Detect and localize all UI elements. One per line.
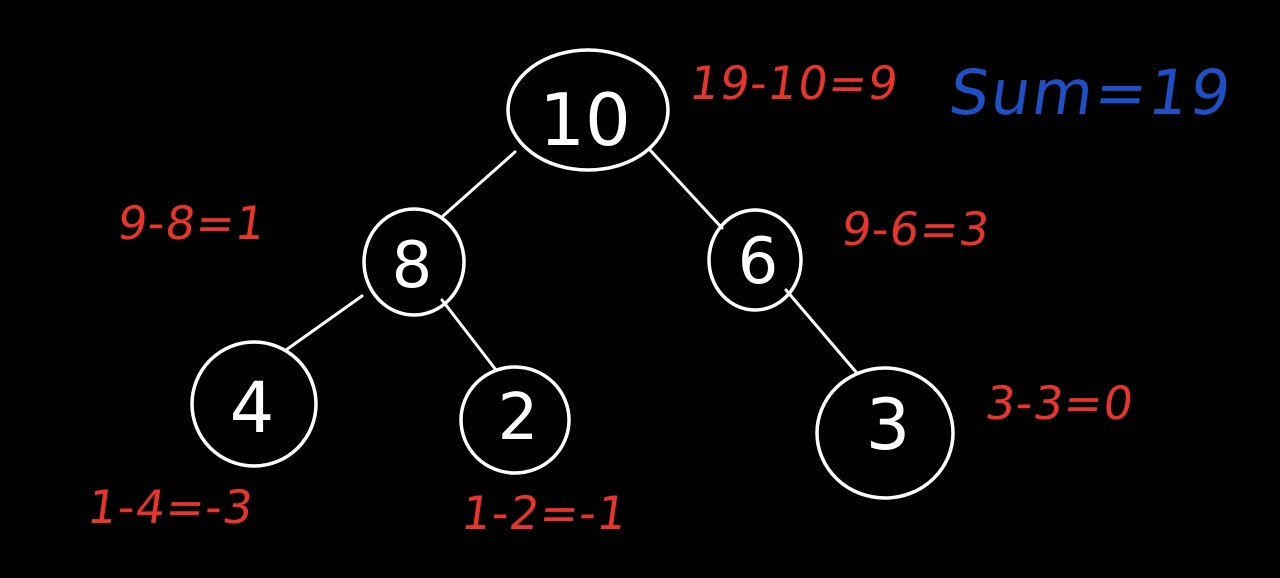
node-value-left: 8 — [392, 229, 433, 303]
annotation-root: 19-10=9 — [686, 56, 903, 110]
edge-left-leftleft — [284, 294, 364, 352]
tree-node-right: 6 — [707, 208, 803, 312]
node-value-right: 6 — [738, 225, 779, 299]
node-value-right-right: 3 — [866, 384, 911, 466]
annotation-left-right: 1-2=-1 — [458, 486, 632, 540]
node-value-left-left: 4 — [230, 367, 275, 449]
edge-right-rightright — [784, 288, 858, 374]
edge-root-right — [648, 148, 724, 230]
node-value-root: 10 — [539, 78, 631, 162]
tree-node-left: 8 — [362, 207, 466, 317]
annotation-left: 9-8=1 — [114, 196, 270, 250]
tree-node-left-right: 2 — [459, 365, 571, 475]
annotation-right-right: 3-3=0 — [982, 376, 1138, 430]
sum-label: Sum=19 — [944, 56, 1238, 129]
node-value-left-right: 2 — [498, 381, 539, 455]
tree-node-root: 10 — [506, 48, 670, 172]
edge-left-leftright — [440, 298, 498, 372]
edge-root-left — [441, 150, 517, 218]
tree-node-right-right: 3 — [815, 366, 955, 500]
annotation-right: 9-6=3 — [838, 202, 994, 256]
tree-node-left-left: 4 — [190, 340, 318, 468]
annotation-left-left: 1-4=-3 — [84, 480, 258, 534]
